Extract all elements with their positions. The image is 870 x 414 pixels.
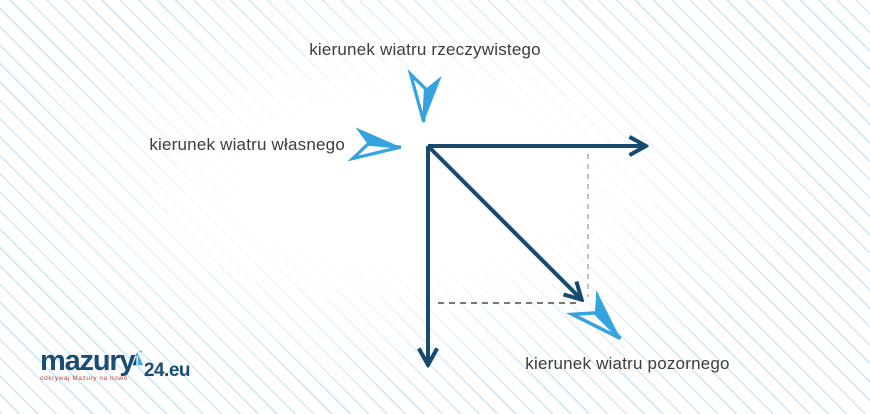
- logo-brand-text: mazury: [40, 345, 136, 377]
- sailboat-icon: [131, 349, 145, 389]
- boat-wind-label: kierunek wiatru własnego: [149, 135, 345, 154]
- true-wind-icon: [401, 68, 450, 127]
- logo-suffix-text: 24.eu: [143, 360, 191, 381]
- apparent-wind-vector-arrow: [426, 144, 581, 299]
- apparent-wind-label: kierunek wiatru pozornego: [525, 354, 730, 373]
- mazury24-logo: mazury odkrywaj Mazury na nowo 24.eu: [40, 345, 191, 394]
- apparent-wind-icon: [563, 281, 641, 359]
- logo-tagline-text: odkrywaj Mazury na nowo: [40, 375, 128, 382]
- true-wind-label: kierunek wiatru rzeczywistego: [309, 40, 541, 59]
- boat-wind-icon: [347, 120, 407, 171]
